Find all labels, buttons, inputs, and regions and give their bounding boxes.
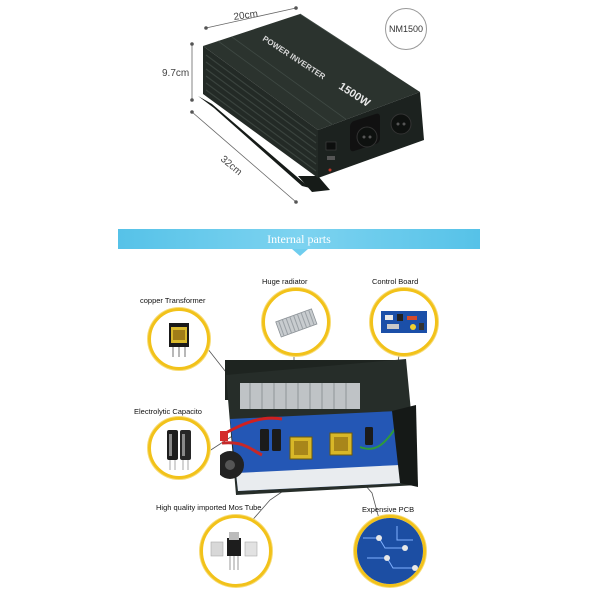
internal-parts-banner: Internal parts [118, 229, 480, 249]
radiator-label: Huge radiator [262, 277, 308, 286]
inverter-illustration: POWER INVERTER 1500W [198, 13, 424, 192]
control-board-circle [370, 288, 438, 356]
banner-notch [292, 249, 308, 256]
mos-tube-icon [210, 532, 258, 570]
length-label: 32cm [218, 154, 244, 178]
control-board-label: Control Board [372, 277, 419, 286]
capacitor-icon [167, 430, 191, 470]
open-inverter-illustration [220, 359, 418, 495]
capacitor-label: Electrolytic Capacito [134, 407, 202, 416]
mos-tube-label: High quality imported Mos Tube [156, 503, 262, 512]
model-badge: NM1500 [385, 8, 427, 50]
model-label: NM1500 [388, 24, 424, 34]
capacitor-circle [148, 417, 210, 479]
radiator-circle [262, 288, 330, 356]
pcb-circle [354, 515, 426, 587]
width-label: 20cm [233, 9, 259, 23]
control-board-icon [381, 311, 427, 333]
width-dimension-line [204, 6, 298, 30]
transformer-icon [169, 323, 189, 357]
transformer-label: copper Transformer [140, 296, 206, 305]
length-dimension-line [190, 110, 298, 204]
height-dimension-line [190, 42, 194, 102]
mos-tube-circle [200, 515, 272, 587]
height-label: 9.7cm [162, 68, 189, 79]
product-diagram: POWER INVERTER 1500W 20cm 9.7cm 32cm [162, 6, 424, 204]
pcb-label: Expensive PCB [362, 505, 415, 514]
banner-title: Internal parts [267, 231, 331, 246]
pcb-icon [357, 518, 423, 584]
transformer-circle [148, 308, 210, 370]
radiator-icon [275, 308, 318, 338]
